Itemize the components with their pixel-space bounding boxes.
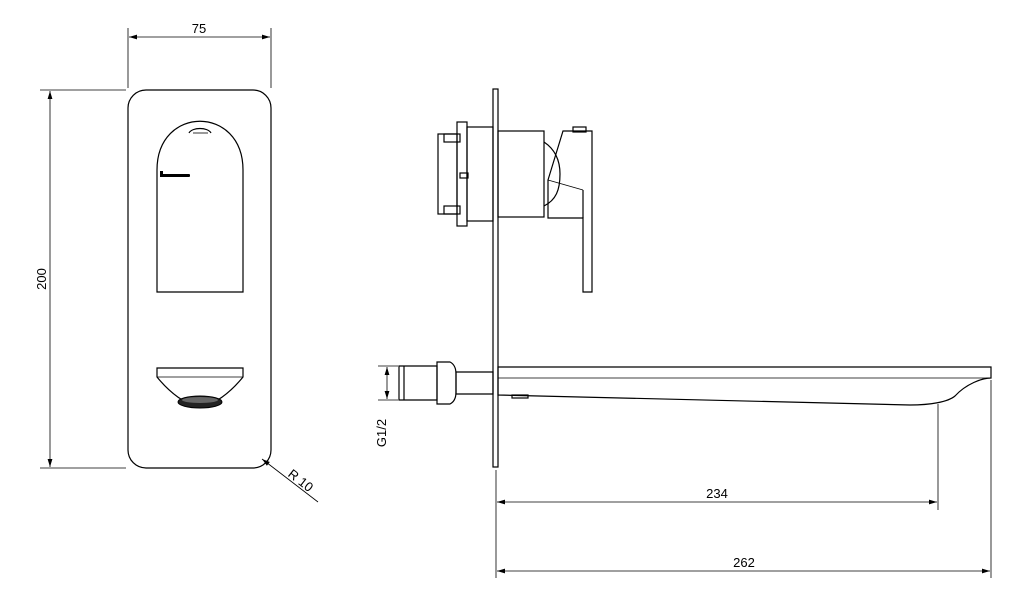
radius-leader	[261, 458, 319, 503]
lever-base	[497, 130, 545, 218]
brand-logo	[160, 174, 190, 177]
dim-234-label: 234	[706, 486, 728, 501]
valve-flange	[456, 121, 468, 227]
valve-cap	[437, 133, 458, 215]
dim-radius-label: R 10	[285, 466, 316, 495]
valve-housing	[466, 126, 494, 222]
dim-width-label: 75	[192, 21, 206, 36]
wall-plate	[492, 88, 499, 468]
backplate-outline	[127, 89, 272, 469]
front-view: 75 200 R 10	[34, 21, 319, 503]
side-view: G1/2 234 262	[374, 88, 992, 578]
inlet-fitting	[398, 365, 438, 401]
lever-arm	[547, 130, 593, 293]
dim-thread-label: G1/2	[374, 419, 389, 447]
lever-top-cap	[188, 127, 212, 134]
dim-height-label: 200	[34, 268, 49, 290]
dim-262-label: 262	[733, 555, 755, 570]
side-spout	[497, 366, 992, 406]
lever-outline	[156, 120, 244, 293]
